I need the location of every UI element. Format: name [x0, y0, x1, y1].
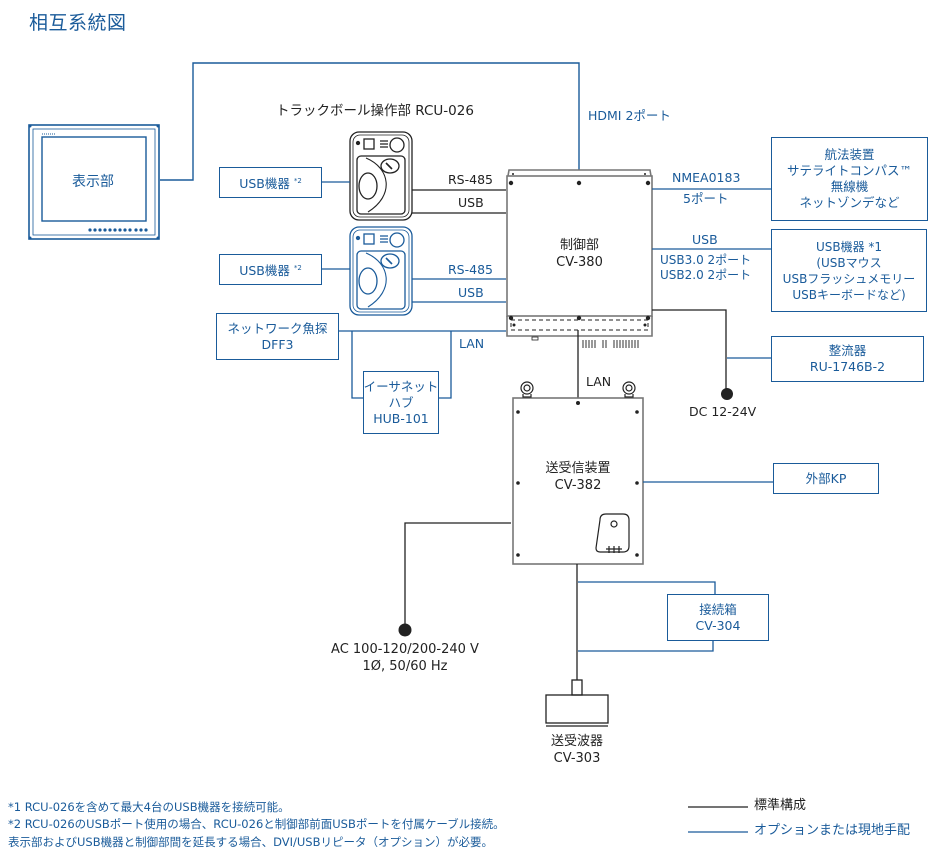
- transceiver-name: 送受信装置: [545, 461, 611, 476]
- junction-box-name: 接続箱: [699, 601, 737, 617]
- ac-power-voltage: AC 100-120/200-240 V: [331, 642, 479, 657]
- control-unit-model: CV-380: [556, 255, 603, 270]
- trackball-standard: [349, 131, 413, 221]
- display-unit-label: 表示部: [72, 174, 114, 190]
- external-kp-box: 外部KP: [773, 463, 879, 494]
- transducer-label: 送受波器 CV-303: [527, 733, 627, 767]
- footnote-3: 表示部およびUSB機器と制御部間を延長する場合、DVI/USBリピータ（オプショ…: [8, 835, 493, 849]
- hdmi-cable: [160, 62, 580, 181]
- nmea-label: NMEA0183: [672, 170, 741, 185]
- usb-device-box-2: USB機器 *2: [219, 254, 322, 285]
- legend-option-label: オプションまたは現地手配: [754, 823, 911, 838]
- usb-device-box-1: USB機器 *2: [219, 167, 322, 198]
- transceiver-model: CV-382: [554, 478, 602, 493]
- transducer-name: 送受波器: [550, 734, 603, 749]
- junction-box: 接続箱 CV-304: [667, 594, 769, 641]
- display-unit: [28, 124, 160, 240]
- lan-label-left: LAN: [459, 336, 485, 351]
- ethernet-hub-name-2: ハブ: [388, 394, 414, 410]
- usb-devices-box: USB機器 *1 (USBマウス USBフラッシュメモリー USBキーボードなど…: [771, 229, 927, 312]
- usb3-ports-label: USB3.0 2ポート: [660, 253, 752, 267]
- transducer-model: CV-303: [553, 751, 601, 766]
- nmea-ports-label: 5ポート: [683, 191, 729, 206]
- hub-link-left: [351, 331, 364, 399]
- ac-power-cable: [404, 522, 511, 627]
- ethernet-hub-box: イーサネット ハブ HUB-101: [363, 371, 439, 434]
- hdmi-label: HDMI 2ポート: [588, 108, 671, 123]
- dc-power-label: DC 12-24V: [689, 404, 757, 419]
- usb-device-1-label: USB機器: [239, 176, 290, 192]
- usb-devices-line-4: USBキーボードなど): [792, 287, 906, 302]
- usb-optional-label: USB: [458, 285, 484, 300]
- page-title: 相互系統図: [29, 12, 127, 34]
- junction-box-model: CV-304: [695, 617, 741, 633]
- transceiver-label: 送受信装置 CV-382: [513, 460, 643, 494]
- trackball-title: トラックボール操作部 RCU-026: [276, 103, 474, 119]
- junction-box-link-bottom: [578, 641, 714, 652]
- usb-devices-line-3: USBフラッシュメモリー: [782, 271, 916, 286]
- legend-standard-label: 標準構成: [754, 798, 807, 813]
- lan-label-center: LAN: [586, 374, 612, 389]
- footnote-2: *2 RCU-026のUSBポート使用の場合、RCU-026と制御部前面USBポ…: [8, 817, 505, 831]
- usb-devices-line-2: (USBマウス: [816, 255, 882, 270]
- network-sounder-name: ネットワーク魚探: [227, 320, 328, 336]
- usb-right-label: USB: [692, 232, 718, 247]
- ac-power-terminal: [398, 623, 412, 637]
- lifting-eyes: [520, 381, 636, 398]
- usb-device-1-note: *2: [293, 176, 302, 185]
- control-unit-label: 制御部 CV-380: [507, 237, 652, 271]
- ethernet-hub-name: イーサネット: [363, 378, 439, 394]
- display-buttons: [28, 124, 160, 240]
- transceiver-screws: [516, 401, 639, 557]
- nav-line-4: ネットゾンデなど: [799, 195, 900, 210]
- junction-box-link-top: [578, 581, 716, 594]
- rs485-standard-label: RS-485: [448, 172, 493, 187]
- dc-power-terminal: [721, 388, 733, 400]
- trackball-optional: [349, 226, 413, 316]
- navigation-equipment-box: 航法装置 サテライトコンパス™ 無線機 ネットゾンデなど: [771, 137, 928, 221]
- ac-power-label: AC 100-120/200-240 V 1Ø, 50/60 Hz: [310, 641, 500, 675]
- usb-devices-line-1: USB機器 *1: [815, 239, 883, 254]
- rectifier-name: 整流器: [828, 343, 867, 358]
- control-unit-name: 制御部: [559, 238, 599, 253]
- usb-device-2-note: *2: [293, 263, 302, 272]
- usb-standard-label: USB: [458, 195, 484, 210]
- transceiver-body: [512, 397, 644, 565]
- network-sounder-model: DFF3: [261, 336, 294, 352]
- control-unit-connectors: [582, 340, 639, 348]
- ac-power-phase: 1Ø, 50/60 Hz: [362, 659, 448, 674]
- nav-line-3: 無線機: [830, 179, 869, 194]
- usb-device-2-label: USB機器: [239, 263, 290, 279]
- nav-line-2: サテライトコンパス™: [786, 163, 912, 178]
- nav-line-1: 航法装置: [824, 147, 875, 162]
- rs485-optional-label: RS-485: [448, 262, 493, 277]
- transceiver-terminal-block: [595, 513, 630, 553]
- dc-power-cable: [652, 309, 727, 393]
- transducer-body: [545, 679, 609, 727]
- control-unit-screws: [508, 173, 651, 327]
- rectifier-model: RU-1746B-2: [809, 359, 886, 374]
- ethernet-hub-model: HUB-101: [373, 410, 429, 426]
- footnote-1: *1 RCU-026を含めて最大4台のUSB機器を接続可能。: [8, 800, 290, 814]
- network-sounder-box: ネットワーク魚探 DFF3: [216, 313, 339, 360]
- hub-link-right: [438, 331, 452, 399]
- rectifier-box: 整流器 RU-1746B-2: [771, 336, 924, 382]
- external-kp-label: 外部KP: [805, 470, 847, 486]
- usb2-ports-label: USB2.0 2ポート: [660, 268, 752, 282]
